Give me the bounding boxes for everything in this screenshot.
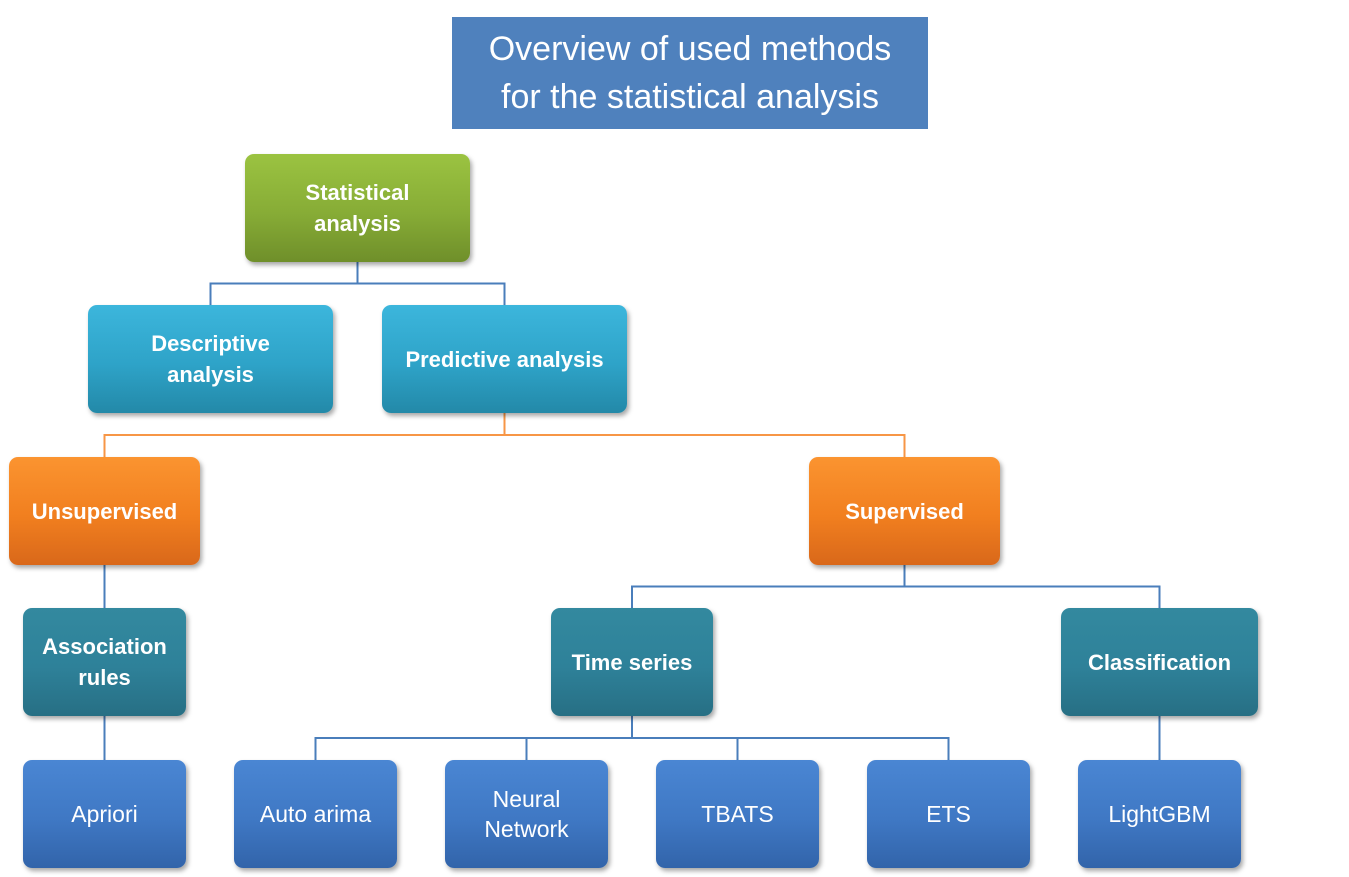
node-apriori: Apriori bbox=[23, 760, 186, 868]
node-label-line: Statistical bbox=[305, 180, 410, 205]
title-line-2: for the statistical analysis bbox=[501, 78, 879, 116]
node-label-line: Classification bbox=[1087, 649, 1232, 675]
node-statistical-analysis: Statistical analysis bbox=[245, 154, 470, 262]
connector-statistical_analysis-predictive_analysis bbox=[356, 262, 506, 305]
node-label-line: Association bbox=[42, 634, 167, 659]
node-label-line: Descriptive bbox=[151, 331, 270, 356]
node-association-rules: Association rules bbox=[23, 608, 186, 716]
node-label-line: Neural bbox=[492, 786, 561, 812]
node-descriptive-analysis: Descriptive analysis bbox=[88, 305, 333, 413]
connector-statistical_analysis-descriptive_analysis bbox=[209, 262, 359, 305]
node-tbats: TBATS bbox=[656, 760, 819, 868]
node-lightgbm: LightGBM bbox=[1078, 760, 1241, 868]
node-label-line: ETS bbox=[926, 801, 971, 827]
node-predictive-analysis: Predictive analysis bbox=[382, 305, 627, 413]
node-label-line: Auto arima bbox=[259, 801, 372, 827]
connector-supervised-time_series bbox=[631, 565, 906, 608]
node-label-line: Supervised bbox=[845, 498, 964, 524]
node-label-line: Time series bbox=[571, 649, 693, 675]
connector-supervised-classification bbox=[903, 565, 1161, 608]
connector-predictive_analysis-unsupervised bbox=[103, 413, 506, 457]
node-label-line: rules bbox=[78, 665, 131, 690]
node-label-line: Apriori bbox=[71, 801, 138, 827]
node-label-line: analysis bbox=[314, 211, 401, 236]
node-label-line: TBATS bbox=[701, 801, 774, 827]
connector-time_series-neural_network bbox=[525, 716, 633, 760]
title-line-1: Overview of used methods bbox=[488, 30, 892, 68]
node-supervised: Supervised bbox=[809, 457, 1000, 565]
node-label-line: Predictive analysis bbox=[405, 346, 604, 372]
node-time-series: Time series bbox=[551, 608, 713, 716]
node-classification: Classification bbox=[1061, 608, 1258, 716]
connector-time_series-ets bbox=[631, 716, 950, 760]
connector-predictive_analysis-supervised bbox=[503, 413, 906, 457]
diagram-title: Overview of used methods for the statist… bbox=[452, 17, 928, 129]
node-neural-network: Neural Network bbox=[445, 760, 608, 868]
node-label-line: analysis bbox=[167, 362, 254, 387]
node-unsupervised: Unsupervised bbox=[9, 457, 200, 565]
node-ets: ETS bbox=[867, 760, 1030, 868]
node-auto-arima: Auto arima bbox=[234, 760, 397, 868]
node-label-line: Unsupervised bbox=[31, 498, 178, 524]
node-label-line: Network bbox=[484, 816, 569, 842]
node-label-line: LightGBM bbox=[1108, 801, 1211, 827]
